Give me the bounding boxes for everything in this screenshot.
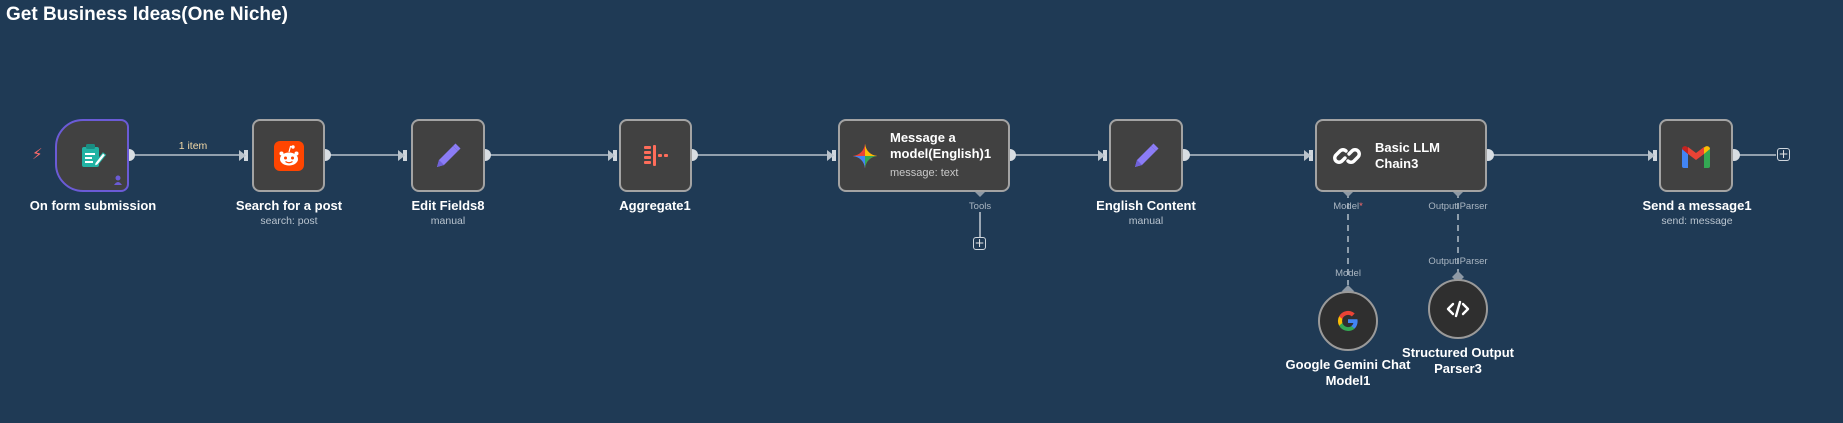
node-subtitle: send: message xyxy=(1661,215,1733,227)
node-search-for-a-post[interactable] xyxy=(252,119,325,192)
reddit-icon xyxy=(273,140,304,171)
pencil-icon xyxy=(437,143,461,167)
workflow-title: Get Business Ideas(One Niche) xyxy=(6,4,288,25)
node-english-content[interactable] xyxy=(1109,119,1183,192)
node-structured-output-parser3[interactable] xyxy=(1428,279,1488,339)
add-node-button[interactable]: + xyxy=(1777,147,1790,161)
required-asterisk: * xyxy=(1359,201,1363,212)
node-label: Google Gemini Chat Model1 xyxy=(1283,357,1413,389)
port-label-output-parser: Output Parser xyxy=(1428,256,1488,267)
node-basic-llm-chain3[interactable]: Basic LLM Chain3 xyxy=(1315,119,1487,192)
chain-link-icon xyxy=(1333,147,1361,164)
port-label-tools: Tools xyxy=(968,201,992,212)
port-label-output-parser: Output Parser xyxy=(1428,201,1488,212)
pencil-icon xyxy=(1135,143,1159,167)
add-tool-button[interactable]: + xyxy=(973,236,986,250)
node-label: English Content xyxy=(1096,198,1196,213)
google-g-icon xyxy=(1337,310,1358,332)
aggregate-icon xyxy=(643,144,668,166)
trigger-bolt-icon: ⚡ xyxy=(32,145,43,163)
node-label: Edit Fields8 xyxy=(411,198,485,213)
code-brackets-icon xyxy=(1446,300,1470,318)
node-label: Send a message1 xyxy=(1642,198,1752,213)
node-label: Aggregate1 xyxy=(619,198,691,213)
node-aggregate1[interactable] xyxy=(619,119,692,192)
node-title: Basic LLM Chain3 xyxy=(1375,140,1445,172)
gmail-icon xyxy=(1682,145,1710,168)
node-subtitle: search: post xyxy=(260,215,318,227)
gemini-star-icon xyxy=(852,143,878,168)
node-title-text: Message a model(English)1 xyxy=(890,130,992,161)
node-label-text: Structured Output Parser3 xyxy=(1402,345,1514,376)
node-subtitle: manual xyxy=(1128,215,1164,227)
node-label: On form submission xyxy=(29,198,157,213)
node-send-a-message1[interactable] xyxy=(1659,119,1733,192)
node-label-text: Google Gemini Chat Model1 xyxy=(1285,357,1411,388)
node-subtitle: message: text xyxy=(890,167,959,179)
port-label-model-text: Model xyxy=(1333,201,1360,212)
node-google-gemini-chat-model1[interactable] xyxy=(1318,291,1378,351)
node-title-text: Basic LLM Chain3 xyxy=(1375,139,1441,171)
node-subtitle: manual xyxy=(430,215,466,227)
node-label: Search for a post xyxy=(235,198,343,213)
edge-item-count: 1 item xyxy=(178,140,208,152)
node-edit-fields8[interactable] xyxy=(411,119,485,192)
form-icon xyxy=(82,143,107,167)
node-label: Structured Output Parser3 xyxy=(1398,345,1518,377)
port-label-model: Model* xyxy=(1333,201,1363,212)
node-title: Message a model(English)1 message: text xyxy=(890,130,1008,181)
person-small-icon xyxy=(114,175,122,185)
node-on-form-submission[interactable] xyxy=(55,119,129,192)
node-message-a-model-english1[interactable]: Message a model(English)1 message: text xyxy=(838,119,1010,192)
port-label-model: Model xyxy=(1335,268,1361,279)
